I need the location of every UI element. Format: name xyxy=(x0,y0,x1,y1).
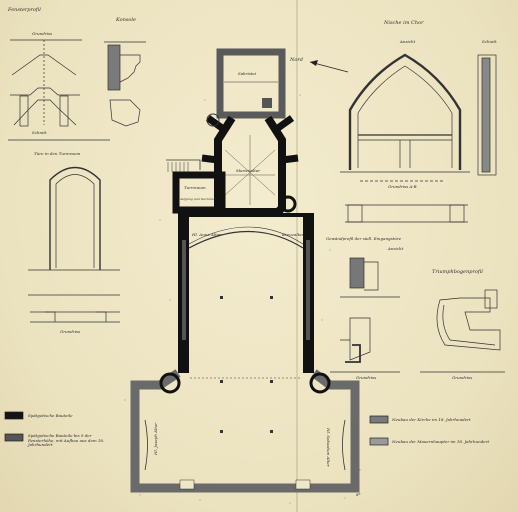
triumphal-arch-profile xyxy=(420,289,505,373)
label-anna-altar: Hl. Anna Altar xyxy=(192,232,222,237)
label-attic-stair: Aufgang zum Dachraum xyxy=(180,197,217,201)
label-plate-number: 8* xyxy=(356,492,361,497)
label-marian-altar: Marienaltar xyxy=(236,168,261,173)
label-sebastian-altar: Hl. Sebastian Altar xyxy=(326,428,331,467)
label-elevation-mid: Ansicht xyxy=(388,246,404,251)
portal-jamb-profile xyxy=(330,257,400,373)
church-floor-plan xyxy=(130,48,360,493)
window-profile-detail xyxy=(8,39,110,141)
fold-line xyxy=(296,0,298,512)
label-tower-door: Türe in den Turmraum xyxy=(34,151,81,156)
legend-swatches xyxy=(4,411,389,446)
label-window-profile: Fensterprofil xyxy=(8,7,41,13)
label-floorplan-top: Grundriss xyxy=(32,31,53,36)
label-cross-altar: Kreuzaltar xyxy=(282,232,304,237)
choir-niche-detail xyxy=(340,53,497,223)
label-floorplan-ab: Grundriss A-B xyxy=(388,184,417,189)
label-arch-profile: Triumphbogenprofil xyxy=(432,269,483,275)
ground-stipple xyxy=(124,94,361,504)
label-north: Nord xyxy=(290,57,303,63)
legend-item-18c-church: Neubau der Kirche im 18. Jahrhundert xyxy=(392,417,471,422)
label-tower-room: Turmraum xyxy=(184,185,206,190)
legend-item-gothic-partial: Spätgotische Bauteile bis 9 der Fensterh… xyxy=(28,433,105,448)
label-floorplan-r2: Grundriss xyxy=(452,375,473,380)
label-section-right: Schnitt xyxy=(482,39,497,44)
label-joseph-altar: Hl. Joseph Altar xyxy=(153,422,158,455)
legend-item-18c-walls: Neubau der Mauernhaupter im 18. Jahrhund… xyxy=(392,439,490,444)
console-detail xyxy=(104,41,146,127)
tower-door-detail xyxy=(28,166,120,323)
label-section-left: Schnitt xyxy=(32,130,47,135)
label-console: Konsole xyxy=(116,17,136,23)
label-elevation-top: Ansicht xyxy=(400,39,416,44)
label-sacristy: Sakristei xyxy=(238,71,257,76)
legend-item-gothic: Spätgotische Bauteile xyxy=(28,413,73,418)
label-floorplan-r1: Grundriss xyxy=(356,375,377,380)
label-jamb-profile: Gewändprofil der südl. Eingangstüre xyxy=(326,236,402,241)
label-choir-niche: Nische im Chor xyxy=(384,20,424,26)
label-floorplan-left: Grundriss xyxy=(60,329,81,334)
